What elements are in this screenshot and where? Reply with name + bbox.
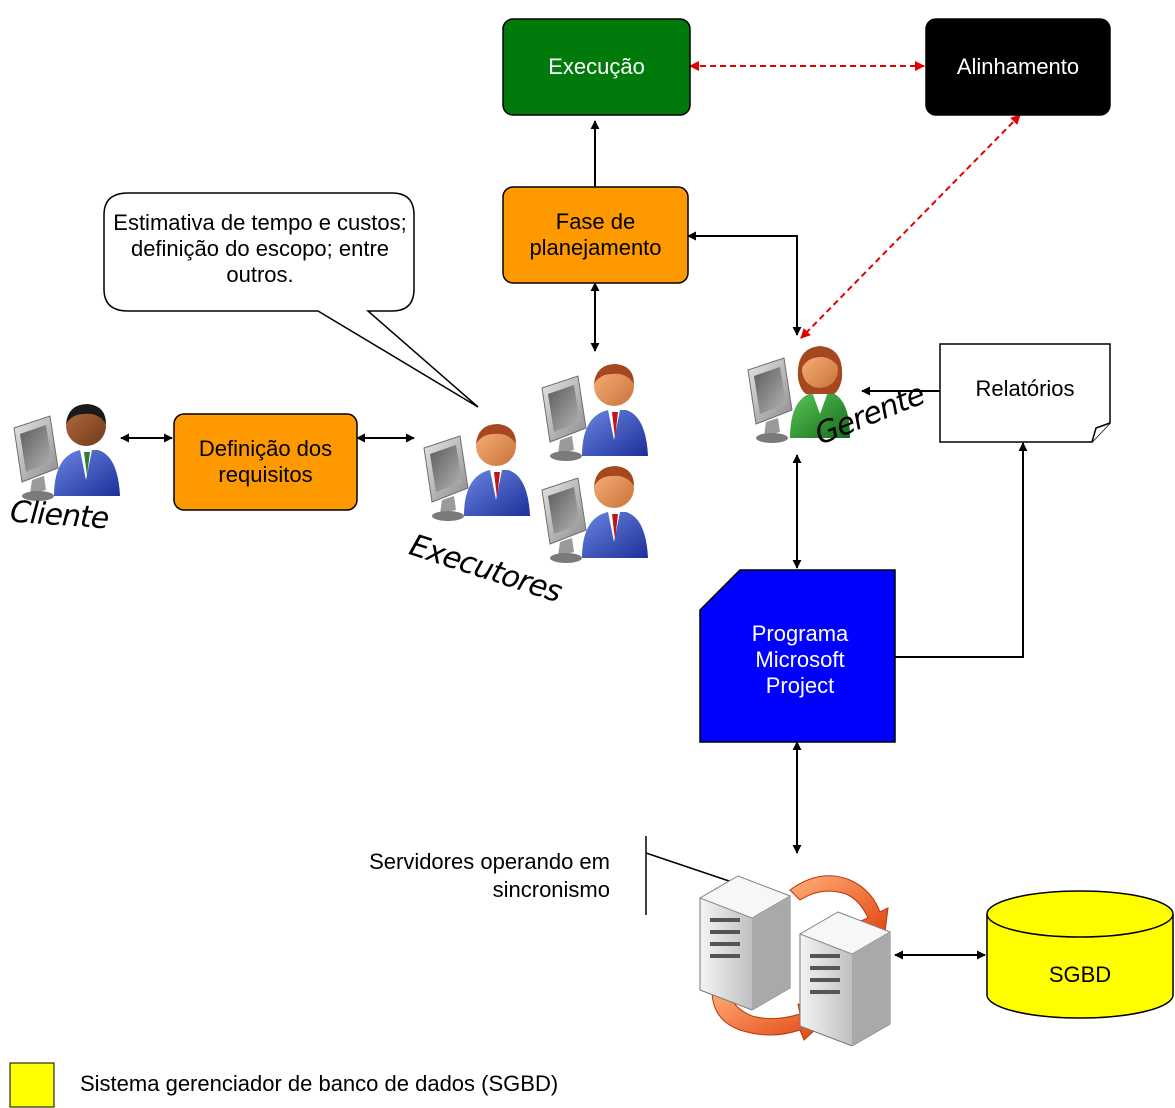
sgbd-label: SGBD xyxy=(1048,962,1112,987)
cliente-icon xyxy=(13,404,120,502)
fase-planejamento-box xyxy=(502,186,689,284)
execucao-label: Execução xyxy=(548,54,645,79)
note-leader xyxy=(645,852,736,884)
ms-project-box xyxy=(699,569,896,743)
legend-text: Sistema gerenciador de banco de dados (S… xyxy=(80,1071,559,1096)
edge-planejamento-gerente xyxy=(687,231,802,336)
fase-planejamento-label: Fase de planejamento xyxy=(529,209,662,260)
relatorios-label: Relatórios xyxy=(975,376,1075,401)
executor-icon-3 xyxy=(541,466,648,564)
sgbd-cylinder xyxy=(986,890,1174,1019)
edge-msproject-relatorios xyxy=(895,442,1028,658)
alinhamento-box xyxy=(925,18,1111,116)
cliente-caption: Cliente xyxy=(8,494,110,537)
dashed-alinhamento-gerente xyxy=(800,114,1021,339)
legend-swatch xyxy=(9,1062,55,1108)
speech-bubble xyxy=(103,192,479,408)
execucao-box xyxy=(502,18,691,116)
alinhamento-label: Alinhamento xyxy=(956,54,1080,79)
executor-icon-1 xyxy=(423,424,530,522)
definicao-requisitos-box xyxy=(173,413,358,511)
definicao-requisitos-label: Definição dos requisitos xyxy=(198,436,333,487)
executor-icon-2 xyxy=(541,364,648,462)
servers-note: Servidores operando em sincronismo xyxy=(369,849,610,902)
servers-icon xyxy=(698,875,892,1047)
gerente-icon xyxy=(747,346,850,444)
callout-text: Estimativa de tempo e custos; definição … xyxy=(113,210,407,287)
ms-project-label: Programa Microsoft Project xyxy=(751,621,849,698)
